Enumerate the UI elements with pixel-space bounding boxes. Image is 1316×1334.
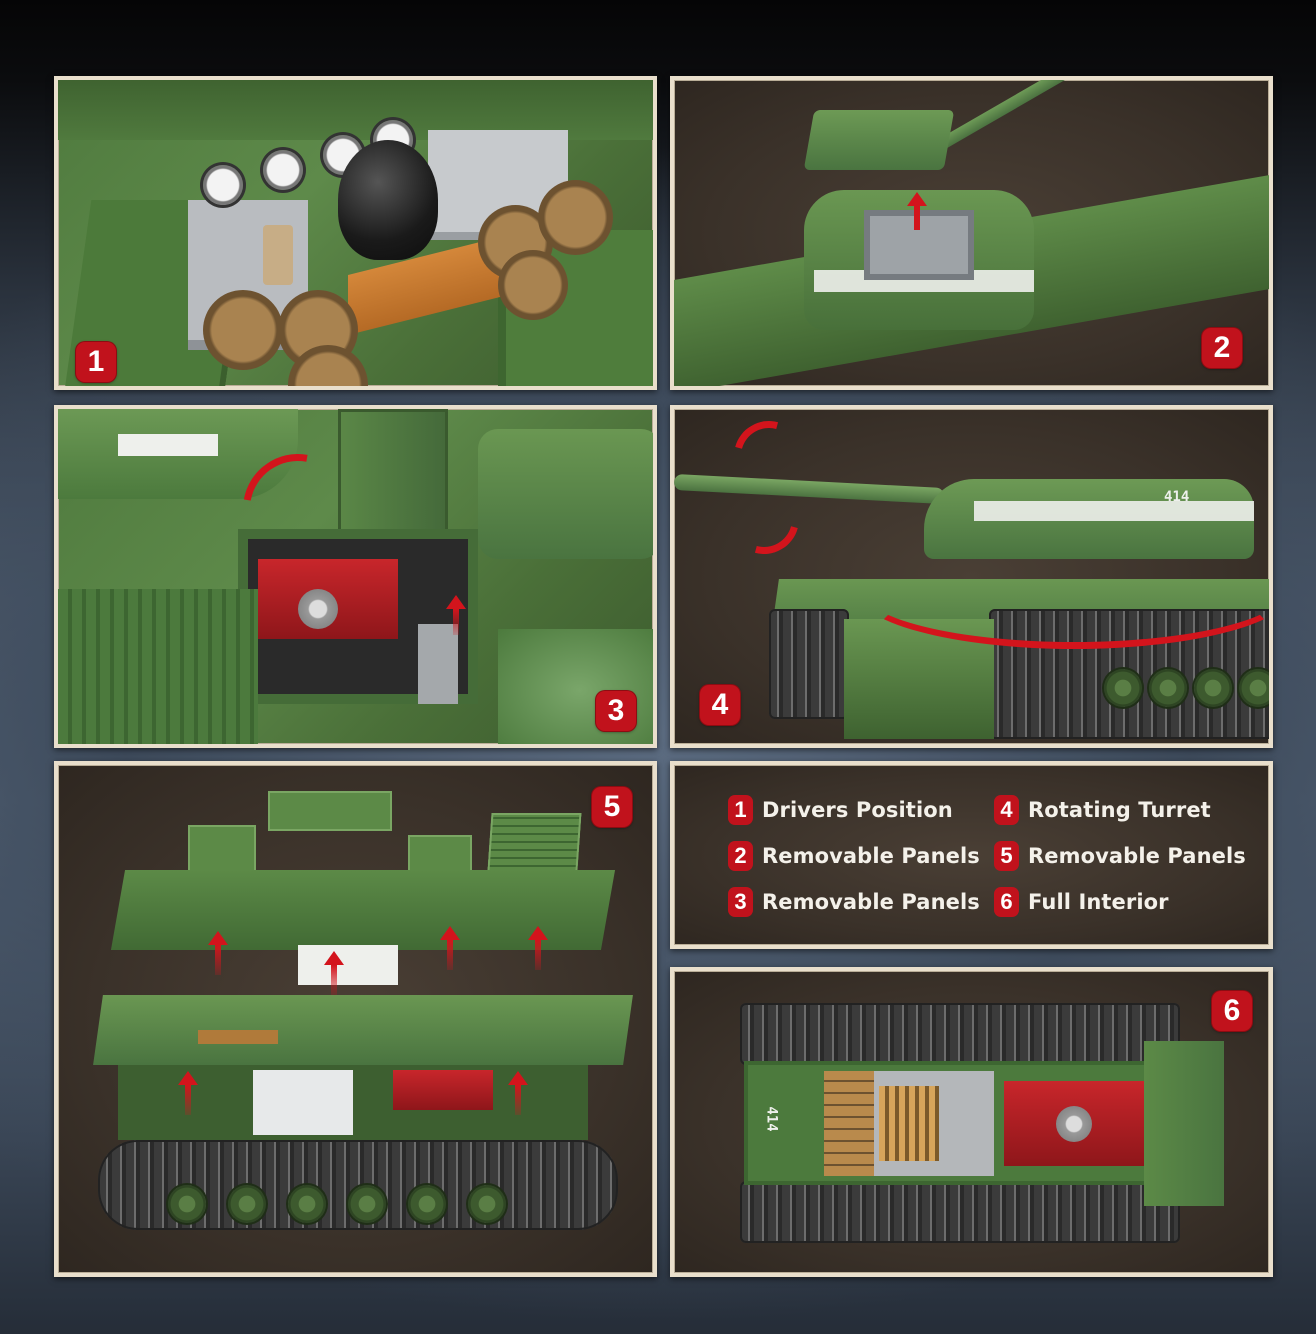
legend-item-removable-panels-2: 2 Removable Panels xyxy=(728,841,994,871)
top-down-interior-image: 414 xyxy=(674,971,1269,1273)
turret-hatch-image xyxy=(674,80,1269,386)
driver-compartment-image xyxy=(58,80,653,386)
panel-6-full-interior: 414 6 xyxy=(670,967,1273,1277)
panel-2-removable-panels: 2 xyxy=(670,76,1273,390)
legend-item-removable-panels-3: 3 Removable Panels xyxy=(728,887,994,917)
legend-label: Removable Panels xyxy=(1028,844,1246,868)
panel-badge-4: 4 xyxy=(700,685,740,725)
panel-5-removable-panels: 5 xyxy=(54,761,657,1277)
legend-label: Removable Panels xyxy=(762,890,980,914)
features-legend-panel: 1 Drivers Position 4 Rotating Turret 2 R… xyxy=(670,761,1273,949)
legend-item-removable-panels-5: 5 Removable Panels xyxy=(994,841,1264,871)
legend-number-badge: 4 xyxy=(994,795,1019,825)
panel-3-removable-panels: 3 xyxy=(54,405,657,748)
legend-item-drivers-position: 1 Drivers Position xyxy=(728,795,994,825)
legend-number-badge: 5 xyxy=(994,841,1019,871)
exploded-hull-image xyxy=(58,765,653,1273)
panel-badge-1: 1 xyxy=(76,342,116,382)
legend-number-badge: 3 xyxy=(728,887,753,917)
legend-number-badge: 6 xyxy=(994,887,1019,917)
legend-item-rotating-turret: 4 Rotating Turret xyxy=(994,795,1264,825)
legend-number-badge: 1 xyxy=(728,795,753,825)
tank-rotation-image: 414 xyxy=(674,409,1269,744)
panel-1-drivers-position: 1 xyxy=(54,76,657,390)
legend-item-full-interior: 6 Full Interior xyxy=(994,887,1264,917)
panel-badge-6: 6 xyxy=(1212,991,1252,1031)
panel-badge-5: 5 xyxy=(592,787,632,827)
hull-number-marking: 414 xyxy=(763,1106,780,1132)
legend-label: Removable Panels xyxy=(762,844,980,868)
panel-4-rotating-turret: 414 4 xyxy=(670,405,1273,748)
legend-label: Full Interior xyxy=(1028,890,1169,914)
panel-badge-2: 2 xyxy=(1202,328,1242,368)
panel-badge-3: 3 xyxy=(596,691,636,731)
legend-label: Drivers Position xyxy=(762,798,953,822)
engine-bay-image xyxy=(58,409,653,744)
hull-number-text: 414 xyxy=(1164,489,1190,505)
legend-list: 1 Drivers Position 4 Rotating Turret 2 R… xyxy=(728,795,1264,917)
legend-number-badge: 2 xyxy=(728,841,753,871)
legend-label: Rotating Turret xyxy=(1028,798,1211,822)
